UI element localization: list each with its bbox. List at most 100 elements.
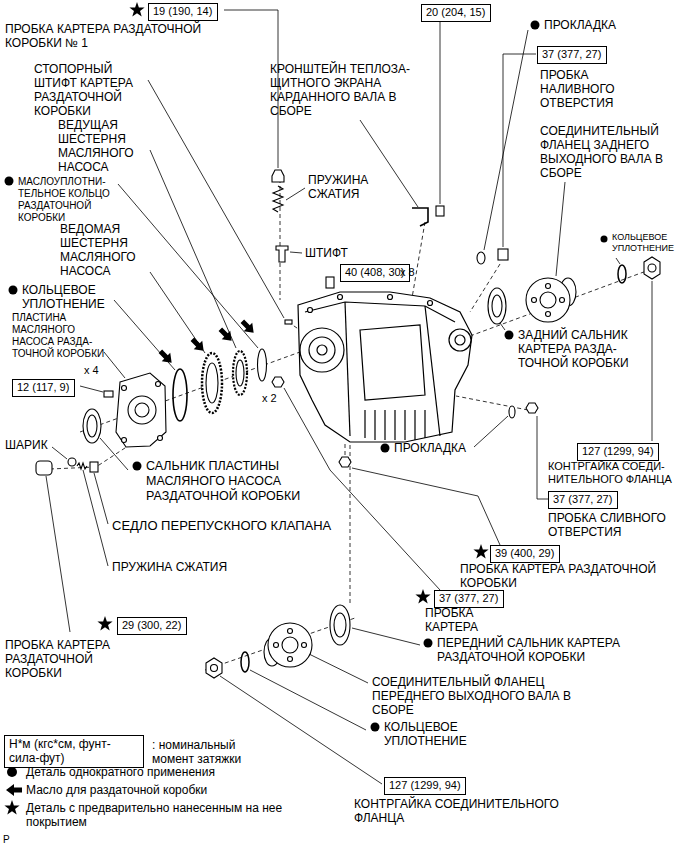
oil-arrow-symbol — [188, 335, 208, 355]
part-name: ШАРИК — [5, 438, 48, 452]
part-name: ВЕДОМАЯ ШЕСТЕРНЯ МАСЛЯНОГО НАСОСА — [60, 222, 160, 278]
part-name: ПЕРЕДНИЙ САЛЬНИК КАРТЕРА РАЗДАТОЧНОЙ КОР… — [437, 636, 687, 664]
small-parts — [532, 298, 537, 303]
small-parts — [211, 665, 218, 672]
one-time-use-dot — [381, 444, 390, 453]
small-parts — [282, 637, 298, 653]
leader-line — [80, 386, 103, 392]
leader-line — [360, 120, 418, 207]
figure-code: P — [3, 834, 10, 846]
oil-arrow-symbol — [156, 347, 176, 367]
small-parts — [488, 288, 506, 324]
part-name: ПРОБКА КАРТЕРА — [425, 606, 505, 634]
transfer-case-housing — [308, 308, 313, 313]
small-parts — [90, 462, 98, 472]
oil-pump-parts — [206, 363, 218, 403]
leader-line — [148, 80, 284, 318]
torque-value: 12 (117, 9) — [17, 381, 69, 394]
oil-pump-parts — [116, 373, 166, 447]
dashed-axis — [345, 442, 346, 455]
torque-value-box: 37 (377, 27) — [434, 590, 504, 608]
transfer-case-housing — [455, 335, 465, 345]
dashed-axis — [50, 172, 660, 670]
quantity-label: x 4 — [84, 364, 99, 377]
oil-pump-parts — [173, 369, 187, 421]
torque-value: 20 (204, 15) — [426, 6, 485, 19]
torque-value-box: 20 (204, 15) — [421, 4, 491, 22]
quantity-label: x 2 — [262, 392, 277, 405]
part-name: ПРОБКА КАРТЕРА РАЗДАТОЧНОЙ КОРОБКИ № 1 — [5, 22, 245, 50]
leader-line — [83, 470, 108, 566]
small-parts — [436, 206, 444, 216]
torque-value: 40 (408, 30) — [345, 266, 404, 279]
leader-line — [440, 20, 441, 204]
oil-pump-parts — [122, 386, 127, 391]
small-parts — [36, 461, 52, 475]
legend-oil-arrow — [6, 784, 22, 796]
leader-line — [484, 30, 528, 250]
leader-line — [46, 476, 70, 632]
torque-value-box: 127 (1299, 94) — [577, 443, 659, 461]
transfer-case-housing — [345, 302, 350, 436]
small-parts — [288, 629, 293, 634]
part-name: ВЕДУЩАЯ ШЕСТЕРНЯ МАСЛЯНОГО НАСОСА — [58, 118, 158, 174]
small-parts — [326, 277, 334, 288]
part-name: ЗАДНИЙ САЛЬНИК КАРТЕРА РАЗДА- ТОЧНОЙ КОР… — [518, 328, 648, 370]
small-parts — [644, 257, 660, 279]
part-name: ПРОБКА КАРТЕРА РАЗДАТОЧНОЙ КОРОБКИ — [5, 638, 135, 680]
oil-pump-parts — [104, 391, 113, 397]
leader-line — [104, 352, 125, 378]
leader-line — [118, 184, 258, 348]
part-name: КОНТРГАЙКА СОЕДИ- НИТЕЛЬНОГО ФЛАНЦА — [548, 460, 686, 486]
transfer-case-housing — [428, 301, 433, 306]
small-parts — [272, 377, 284, 387]
leader-line — [537, 416, 548, 499]
leader-line — [94, 473, 108, 524]
small-parts — [509, 406, 515, 418]
torque-value-box: 12 (117, 9) — [12, 379, 75, 397]
small-parts — [273, 186, 283, 212]
leader-line — [352, 468, 500, 545]
precoated-star — [4, 800, 19, 814]
small-parts — [206, 658, 222, 678]
one-time-use-dot — [133, 462, 142, 471]
torque-value: 127 (1299, 94) — [389, 779, 461, 792]
part-name: СЕДЛО ПЕРЕПУСКНОГО КЛАПАНА — [112, 518, 331, 533]
leader-line — [652, 281, 653, 441]
small-parts — [492, 295, 502, 317]
leader-line — [100, 438, 128, 470]
small-parts — [560, 298, 565, 303]
precoated-star — [97, 616, 112, 630]
small-parts — [274, 643, 279, 648]
part-name: КОЛЬЦЕВОЕ УПЛОТНЕНИЕ — [384, 720, 494, 748]
leader-line — [503, 54, 536, 247]
torque-value-box: 37 (377, 27) — [548, 491, 618, 509]
leader-line — [500, 323, 505, 330]
dashed-axis — [50, 446, 128, 469]
oil-pump-parts — [83, 320, 292, 447]
one-time-use-dot — [5, 177, 14, 186]
leader-line — [150, 150, 236, 348]
part-name: КОЛЬЦЕВОЕ УПЛОТНЕНИЕ — [612, 232, 687, 254]
part-name: КРОНШТЕЙН ТЕПЛОЗА- ЩИТНОГО ЭКРАНА КАРДАН… — [270, 62, 432, 118]
transfer-case-housing — [305, 302, 455, 322]
oil-pump-parts — [135, 403, 149, 417]
torque-value-box: 127 (1299, 94) — [384, 777, 466, 795]
small-parts — [412, 208, 428, 226]
part-name: ПРОБКА СЛИВНОГО ОТВЕРСТИЯ — [548, 511, 683, 539]
legend-text: Деталь с предварительно нанесенным на не… — [26, 801, 296, 829]
small-parts — [241, 652, 249, 672]
torque-value-box: 40 (408, 30) — [340, 264, 410, 282]
torque-value-box: 39 (400, 29) — [490, 545, 560, 563]
transfer-case-housing — [338, 295, 343, 300]
small-parts — [618, 265, 626, 283]
transfer-case-housing — [388, 295, 393, 300]
part-name: ПРОБКА НАЛИВНОГО ОТВЕРСТИЯ — [540, 68, 640, 110]
part-name: ШТИФТ — [305, 246, 348, 260]
torque-value: 37 (377, 27) — [542, 48, 601, 61]
small-parts — [339, 457, 351, 467]
small-parts — [272, 170, 284, 182]
small-parts — [36, 170, 660, 678]
leader-line — [309, 654, 368, 683]
